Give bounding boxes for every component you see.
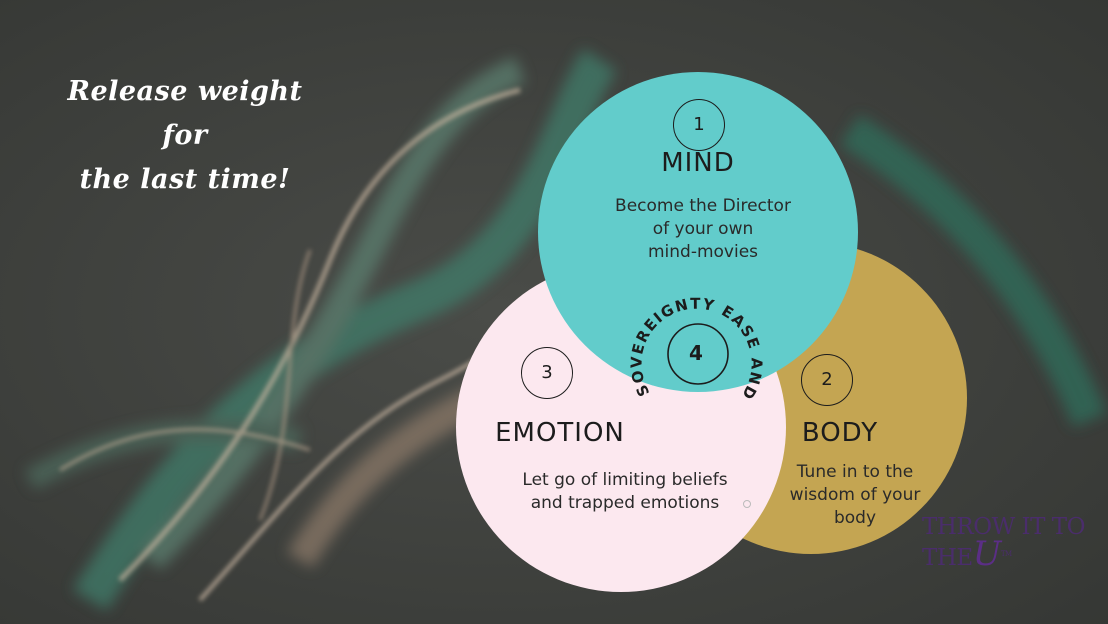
mind-desc-line1: Become the Director — [615, 196, 791, 216]
center-arc-label: SOVEREIGNTY EASE AND FLOW — [610, 268, 764, 411]
body-desc-line1: Tune in to the — [796, 462, 914, 482]
emotion-description: Let go of limiting beliefs and trapped e… — [485, 469, 765, 515]
brand-line2: THEUTM — [922, 537, 1092, 572]
mind-desc-line3: mind-movies — [647, 242, 759, 262]
emotion-desc-line1: Let go of limiting beliefs — [522, 470, 728, 490]
center-number-badge: 4 — [689, 341, 703, 365]
brand-trademark: TM — [1000, 550, 1012, 558]
mind-number-badge: 1 — [673, 99, 725, 151]
tagline-line2: the last time! — [79, 164, 291, 195]
center-number-ring — [667, 323, 729, 385]
body-desc-line2: wisdom of your — [789, 485, 921, 505]
brand-u: U — [972, 534, 1002, 574]
emotion-title: EMOTION — [495, 418, 625, 448]
body-desc-line3: body — [833, 508, 877, 528]
mind-title: MIND — [661, 148, 735, 178]
emotion-number-badge: 3 — [521, 347, 573, 399]
body-title: BODY — [801, 418, 879, 448]
brand-the: THE — [922, 545, 973, 571]
body-number-badge: 2 — [801, 354, 853, 406]
mind-desc-line2: of your own — [652, 219, 754, 239]
brand-line1: THROW IT TO — [922, 514, 1085, 540]
tagline-line1: Release weight for — [67, 76, 303, 151]
small-circle-marker — [743, 500, 751, 508]
emotion-desc-line2: and trapped emotions — [530, 493, 720, 513]
body-description: Tune in to the wisdom of your body — [770, 461, 940, 530]
brand-logo: THROW IT TO THEUTM — [922, 514, 1092, 572]
tagline: Release weight for the last time! — [40, 70, 330, 202]
mind-description: Become the Director of your own mind-mov… — [578, 195, 828, 264]
